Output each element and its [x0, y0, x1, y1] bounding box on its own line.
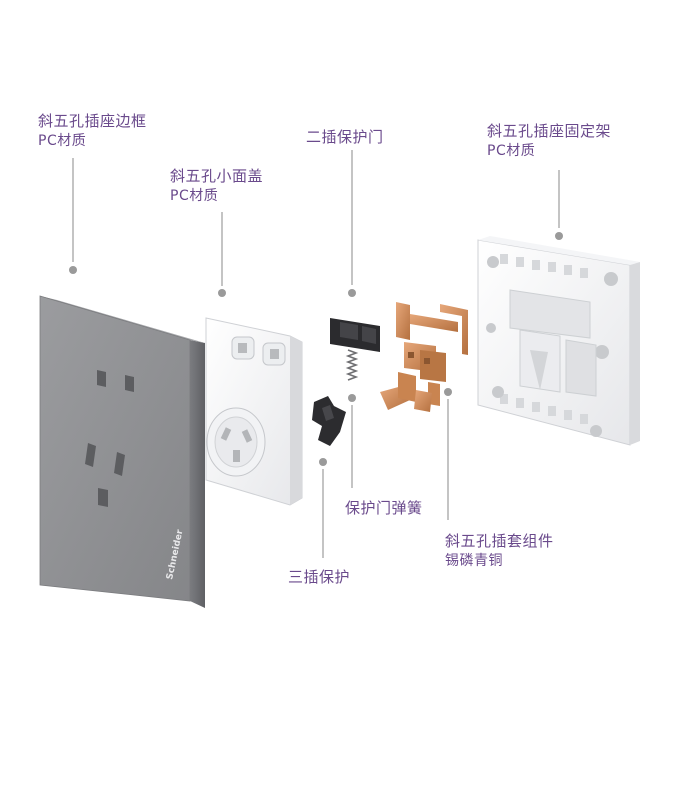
mount-bracket-part [477, 236, 640, 446]
leader-small-cover [218, 212, 226, 297]
label-two-pin-door-title: 二插保护门 [306, 128, 384, 146]
leader-two-pin-door [348, 150, 356, 297]
label-mount-bracket: 斜五孔插座固定架 PC材质 [487, 121, 611, 161]
label-sleeve-assembly-title: 斜五孔插套组件 [445, 532, 554, 550]
label-two-pin-door: 二插保护门 [306, 127, 384, 147]
small-cover-panel [205, 317, 303, 506]
three-pin-protect-part [312, 396, 346, 446]
label-mount-bracket-material: PC材质 [487, 143, 536, 159]
label-frame: 斜五孔插座边框 PC材质 [38, 111, 147, 151]
leader-frame [69, 158, 77, 274]
gray-frame-panel [39, 295, 205, 608]
label-door-spring-title: 保护门弹簧 [345, 499, 423, 517]
label-frame-title: 斜五孔插座边框 [38, 112, 147, 130]
label-door-spring: 保护门弹簧 [345, 498, 423, 518]
label-small-cover-material: PC材质 [170, 188, 219, 204]
copper-sleeve-part [380, 302, 468, 412]
label-sleeve-assembly: 斜五孔插套组件 锡磷青铜 [445, 531, 554, 571]
label-mount-bracket-title: 斜五孔插座固定架 [487, 122, 612, 140]
two-pin-door-part [330, 318, 380, 352]
label-three-pin-protect: 三插保护 [288, 567, 350, 587]
door-spring-part [345, 349, 359, 381]
label-frame-material: PC材质 [38, 133, 87, 149]
label-small-cover-title: 斜五孔小面盖 [170, 167, 264, 185]
label-three-pin-protect-title: 三插保护 [288, 568, 351, 586]
label-small-cover: 斜五孔小面盖 PC材质 [170, 166, 263, 206]
leader-three-pin-protect [319, 458, 327, 558]
leader-mount-bracket [555, 170, 563, 240]
label-sleeve-assembly-material: 锡磷青铜 [445, 553, 503, 569]
leader-sleeve-assembly [444, 388, 452, 520]
leader-door-spring [348, 394, 356, 488]
